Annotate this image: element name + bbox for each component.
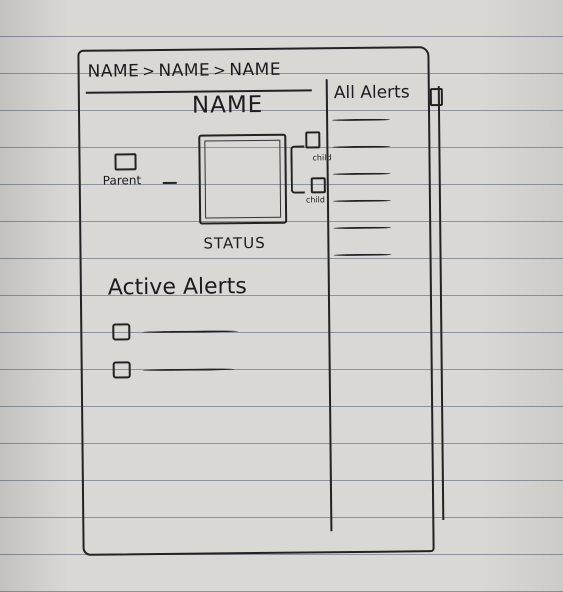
alert-list-item[interactable] [332, 199, 391, 203]
alert-checkbox[interactable] [112, 361, 131, 379]
active-alert-item[interactable] [112, 322, 239, 341]
breadcrumb-separator: > [142, 62, 156, 81]
child-node-icon[interactable] [305, 131, 321, 149]
child-label: child [312, 153, 332, 163]
child-node-icon[interactable] [310, 177, 326, 194]
alert-text-placeholder [142, 367, 235, 371]
node-image [198, 133, 288, 225]
alert-list-item[interactable] [333, 253, 392, 257]
sidebar-border [437, 86, 445, 521]
alert-list-item[interactable] [332, 172, 391, 176]
alert-list-item[interactable] [332, 145, 391, 149]
page-title: NAME [191, 91, 264, 119]
breadcrumb: NAME>NAME>NAME [87, 60, 281, 82]
all-alerts-list [332, 118, 392, 282]
sidebar-divider [325, 79, 333, 532]
child-connector [290, 145, 305, 194]
breadcrumb-item[interactable]: NAME [158, 60, 211, 82]
app-window: NAME>NAME>NAME NAME Parent child child S… [77, 46, 445, 556]
alert-text-placeholder [142, 329, 239, 333]
alert-checkbox[interactable] [112, 323, 131, 341]
parent-node-icon[interactable] [114, 153, 137, 171]
alert-list-item[interactable] [332, 118, 391, 122]
parent-label: Parent [102, 173, 142, 188]
breadcrumb-separator: > [213, 61, 227, 80]
breadcrumb-item[interactable]: NAME [87, 61, 140, 82]
parent-connector [162, 181, 177, 184]
sidebar-title: All Alerts [333, 82, 410, 104]
sidebar-toggle-icon[interactable] [429, 88, 443, 107]
active-alert-item[interactable] [112, 360, 235, 379]
active-alerts-title: Active Alerts [107, 274, 247, 301]
alert-list-item[interactable] [333, 226, 392, 230]
status-label: STATUS [203, 233, 266, 253]
child-label: child [305, 195, 325, 205]
breadcrumb-item[interactable]: NAME [229, 59, 282, 81]
